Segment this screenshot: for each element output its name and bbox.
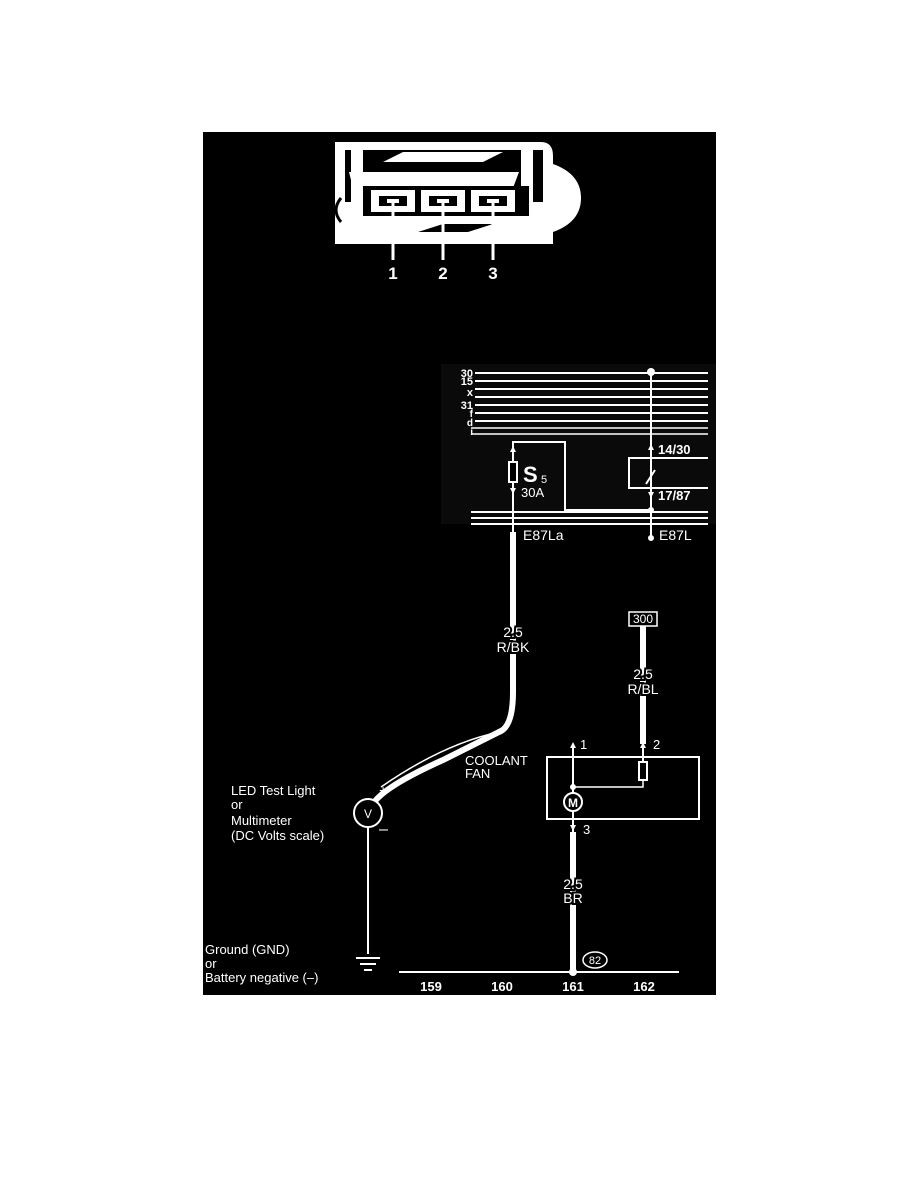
relay-circuit: 14/30 17/87 (628, 368, 708, 541)
ground-bus: 82 (399, 951, 679, 976)
wire-left-color: R/BK (497, 639, 530, 655)
wiring-diagram: 1 2 3 30 15 x 31 f d i S 5 30A (205, 142, 716, 994)
ground-splice-point (569, 968, 577, 976)
wire-left (370, 532, 516, 806)
coolant-fan: M 1 2 3 (546, 737, 700, 857)
component-pin-1: 1 (580, 737, 587, 752)
bus-terminal-labels: 30 15 x 31 f d i (461, 368, 474, 438)
grid-number-160: 160 (491, 979, 513, 994)
tester-label-2: or (231, 797, 243, 812)
grid-number-159: 159 (420, 979, 442, 994)
reference-box-label: 300 (633, 612, 653, 626)
wiring-diagram-panel: 1 2 3 30 15 x 31 f d i S 5 30A (203, 132, 716, 995)
component-name-2: FAN (465, 766, 490, 781)
arrow-markers (510, 444, 654, 831)
wire-left-size: 2.5 (503, 624, 523, 640)
grid-number-161: 161 (562, 979, 584, 994)
fuse-symbol (508, 461, 518, 483)
terminal-15: 15 (461, 376, 473, 388)
connector-pin-1: 1 (388, 264, 397, 283)
output-label-left: E87La (523, 527, 564, 543)
ground-point-label: 82 (589, 955, 601, 967)
terminal-d: d (467, 418, 473, 429)
relay-pin-top: 14/30 (658, 442, 691, 457)
voltmeter-letter: V (364, 807, 372, 821)
output-label-right: E87L (659, 527, 692, 543)
motor-symbol (563, 792, 583, 812)
connector-pin-3: 3 (488, 264, 497, 283)
terminal-f: f (470, 409, 474, 420)
coolant-fan-box (546, 756, 700, 820)
ground-label-1: Ground (GND) (205, 942, 290, 957)
tester-label-4: (DC Volts scale) (231, 828, 324, 843)
relay-pin-bottom: 17/87 (658, 488, 691, 503)
bus-lines (441, 364, 716, 525)
ground-point-marker (582, 951, 608, 969)
tester: V + – (353, 782, 388, 971)
component-pin-2: 2 (653, 737, 660, 752)
component-pin-3: 3 (583, 822, 590, 837)
wire-bottom-color: BR (563, 890, 582, 906)
component-name-1: COOLANT (465, 753, 528, 768)
tester-plus: + (379, 782, 387, 798)
fuse-circuit: S 5 30A (508, 441, 651, 532)
terminal-x: x (467, 387, 474, 399)
wire-right-color: R/BL (627, 681, 658, 697)
terminal-i: i (470, 427, 473, 438)
fuse-name: S (523, 462, 538, 487)
connector-pin-2: 2 (438, 264, 447, 283)
fuse-index: 5 (541, 474, 547, 486)
terminal-30: 30 (461, 368, 473, 380)
tester-minus: – (379, 821, 388, 838)
fuse-rating: 30A (521, 485, 544, 500)
motor-letter: M (568, 796, 578, 810)
wire-right-size: 2.5 (633, 666, 653, 682)
ground-label-3: Battery negative (–) (205, 970, 318, 985)
ground-label-2: or (205, 956, 217, 971)
tester-label-1: LED Test Light (231, 783, 316, 798)
wire-bottom-size: 2.5 (563, 876, 583, 892)
terminal-31: 31 (461, 400, 473, 412)
connector-illustration: 1 2 3 (334, 142, 581, 283)
grid-number-162: 162 (633, 979, 655, 994)
tester-label-3: Multimeter (231, 813, 292, 828)
